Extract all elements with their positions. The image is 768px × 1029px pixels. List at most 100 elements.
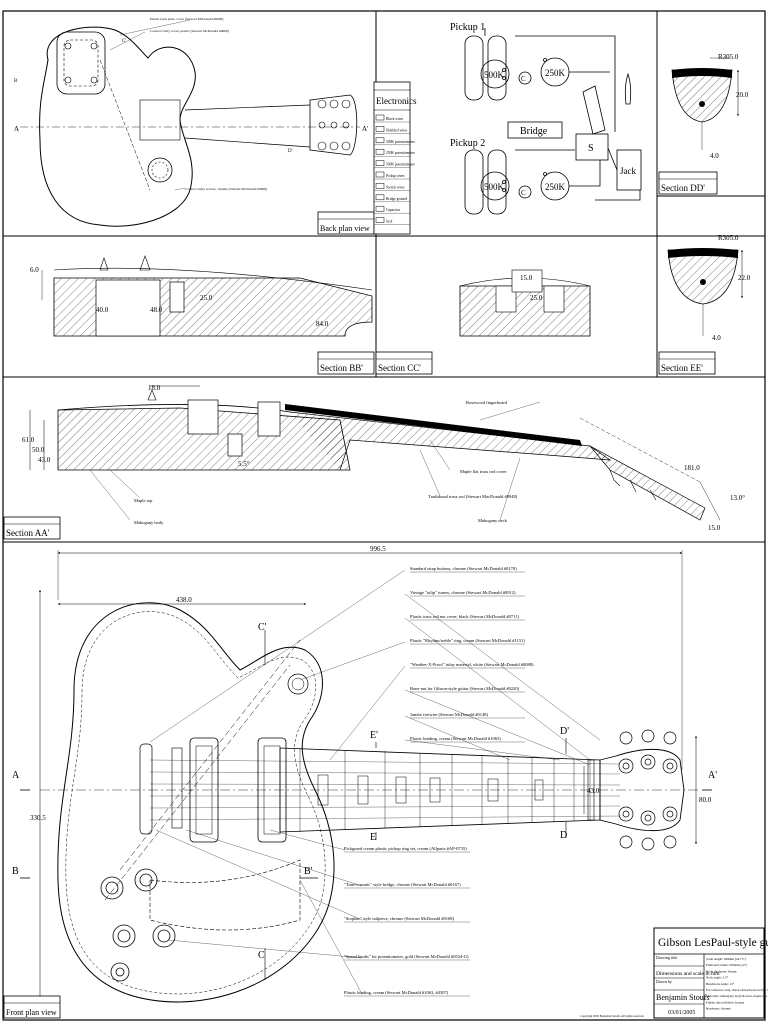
back-view-title: Back plan view — [320, 224, 370, 233]
pot-tone-2: 250K — [545, 182, 566, 192]
dd-depth: 20.0 — [736, 91, 749, 99]
bb-top: 6.0 — [30, 266, 39, 274]
section-bb-titlebox — [317, 351, 375, 375]
aa-callout-truss-rod: Traditional truss rod (Stewart MacDonald… — [428, 494, 518, 499]
back-section-label-a: A — [14, 125, 19, 133]
legend-swatch — [375, 171, 385, 178]
front-plan-view — [20, 550, 712, 1003]
titleblock-note: Finish: nitrocellulose lacquer — [706, 1000, 745, 1004]
aa-dim-top: 18.0 — [148, 384, 161, 392]
section-cc-titlebox — [375, 351, 433, 375]
front-callout-12: "Speed knobs" for potentiometer, gold (S… — [344, 954, 469, 960]
section-ee-titlebox — [658, 351, 716, 375]
sheet-author: Benjamin Stoufs — [656, 993, 710, 1002]
capacitor-1: C — [521, 75, 526, 83]
front-label-a: A — [12, 770, 20, 781]
front-dim-total-length: 996.5 — [370, 545, 386, 553]
front-callout-4: Plastic "Rhythm/treble" ring, cream (Ste… — [410, 638, 525, 644]
electronics-title: Electronics — [376, 96, 417, 106]
cc-dim-1: 15.0 — [520, 274, 533, 282]
titleblock-note: Body thickness: 61mm — [706, 969, 737, 973]
front-callout-9: Pickguard cream plastic pickup ring set,… — [344, 846, 467, 852]
aa-dim-left-1: 61.0 — [22, 436, 35, 444]
aa-callout-truss-cover: Maple flat truss rod cover — [460, 469, 507, 474]
ee-depth: 22.0 — [738, 274, 751, 282]
back-section-label-a-prime: A' — [362, 125, 368, 133]
section-dd-titlebox — [658, 171, 718, 195]
front-label-c-prime: C' — [258, 622, 267, 633]
aa-callout-maple-top: Maple top — [134, 498, 153, 503]
ee-bottom: 4.0 — [712, 334, 721, 342]
back-section-label-c: C' — [122, 39, 126, 44]
front-callout-6: Bone nut for Gibson-style guitar (Stewar… — [410, 686, 520, 691]
section-aa-title: Section AA' — [6, 528, 50, 538]
legend-swatch — [375, 137, 385, 144]
legend-item: Capacitor — [386, 208, 401, 212]
section-ee-title: Section EE' — [661, 363, 703, 373]
jack-label: Jack — [620, 166, 636, 176]
section-aa-titlebox — [3, 516, 61, 540]
section-dd-drawing — [671, 57, 739, 150]
front-label-a-prime: A' — [708, 770, 717, 781]
back-callout-2: Control cavity cover, plastic (Stewart M… — [150, 29, 230, 34]
legend-swatch — [375, 160, 385, 166]
front-dim-nut-width: 43.0 — [587, 787, 600, 795]
main-titleblock — [653, 927, 765, 1019]
front-view-titlebox — [3, 995, 61, 1019]
front-callout-11: "Stopbar" style tailpiece, chrome (Stewa… — [344, 916, 455, 922]
legend-swatch — [375, 114, 385, 121]
legend-item: Bridge ground — [386, 197, 407, 201]
front-dim-head-width: 80.0 — [699, 796, 712, 804]
titleblock-note: Headstock angle: 13° — [706, 982, 735, 986]
back-callout-1: Plastic back plate, cover (Stewart McDon… — [150, 17, 224, 22]
dd-bottom: 4.0 — [710, 152, 719, 160]
back-section-label-b: B — [14, 79, 18, 84]
aa-callout-mahogany-neck: Mahogany neck — [478, 518, 508, 523]
sheet-border — [2, 10, 766, 1021]
aa-dim-angle: 5.5° — [238, 460, 250, 468]
legend-swatch — [375, 205, 385, 212]
front-callout-3: Plastic truss rod nut cover, black (Stew… — [410, 614, 520, 620]
titleblock-note: Materials: mahogany body & neck, maple t… — [706, 994, 768, 999]
front-label-b-prime: B' — [304, 866, 313, 877]
pot-volume-1: 500K — [484, 70, 505, 80]
cc-dim-2: 25.0 — [530, 294, 543, 302]
titleblock-note: Neck angle: 5.5° — [706, 976, 729, 980]
front-callout-8: Plastic binding, cream (Stewart McDonald… — [410, 736, 501, 742]
legend-item: Switch wires — [386, 185, 405, 189]
sheet-drawn-by-label: Drawn by — [656, 979, 672, 984]
sheet-drawing-label: Drawing title — [656, 955, 677, 960]
aa-dim-head-angle: 13.0° — [730, 494, 745, 502]
aa-dim-left-2: 50.0 — [32, 446, 45, 454]
legend-item: Pickup wires — [386, 174, 405, 178]
pickup-1-label: Pickup 1 — [450, 22, 485, 33]
front-label-e: E — [370, 832, 376, 843]
back-plan-view — [20, 19, 360, 227]
front-callout-5: "Weather-X-Proof" inlay material, white … — [410, 662, 534, 668]
back-section-label-d: D' — [288, 149, 293, 154]
capacitor-2: C — [521, 189, 526, 197]
sheet-copyright: Copyright 2005 Benjamin Stoufs. All righ… — [580, 1014, 644, 1018]
aa-dim-left-3: 43.0 — [38, 456, 51, 464]
section-bb-title: Section BB' — [320, 363, 363, 373]
legend-item: Black wires — [386, 117, 404, 121]
front-label-d-prime: D' — [560, 726, 569, 737]
aa-dim-head-thick: 15.0 — [708, 524, 721, 532]
titleblock-note: Hardware: chrome — [706, 1007, 731, 1011]
legend-swatch — [375, 217, 385, 223]
aa-callout-mahogany-body: Mahogany body — [134, 520, 164, 525]
front-label-b: B — [12, 866, 19, 877]
electronics-schematic — [464, 28, 642, 215]
front-dim-body-length: 438.0 — [176, 596, 192, 604]
section-bb-drawing — [41, 255, 373, 337]
front-label-c: C — [258, 950, 265, 961]
back-callout-3: Control cavity screws, chrome (Stewart M… — [185, 187, 268, 192]
switch-label: S — [588, 143, 594, 154]
front-label-d: D — [560, 830, 567, 841]
ee-radius: R305.0 — [718, 234, 739, 242]
front-callout-7: Jumbo fretwire (Stewart McDonald #0148) — [410, 712, 488, 717]
pickup-2-label: Pickup 2 — [450, 138, 485, 149]
front-label-e-prime: E' — [370, 730, 378, 741]
bb-dim-1: 40.0 — [96, 306, 109, 314]
